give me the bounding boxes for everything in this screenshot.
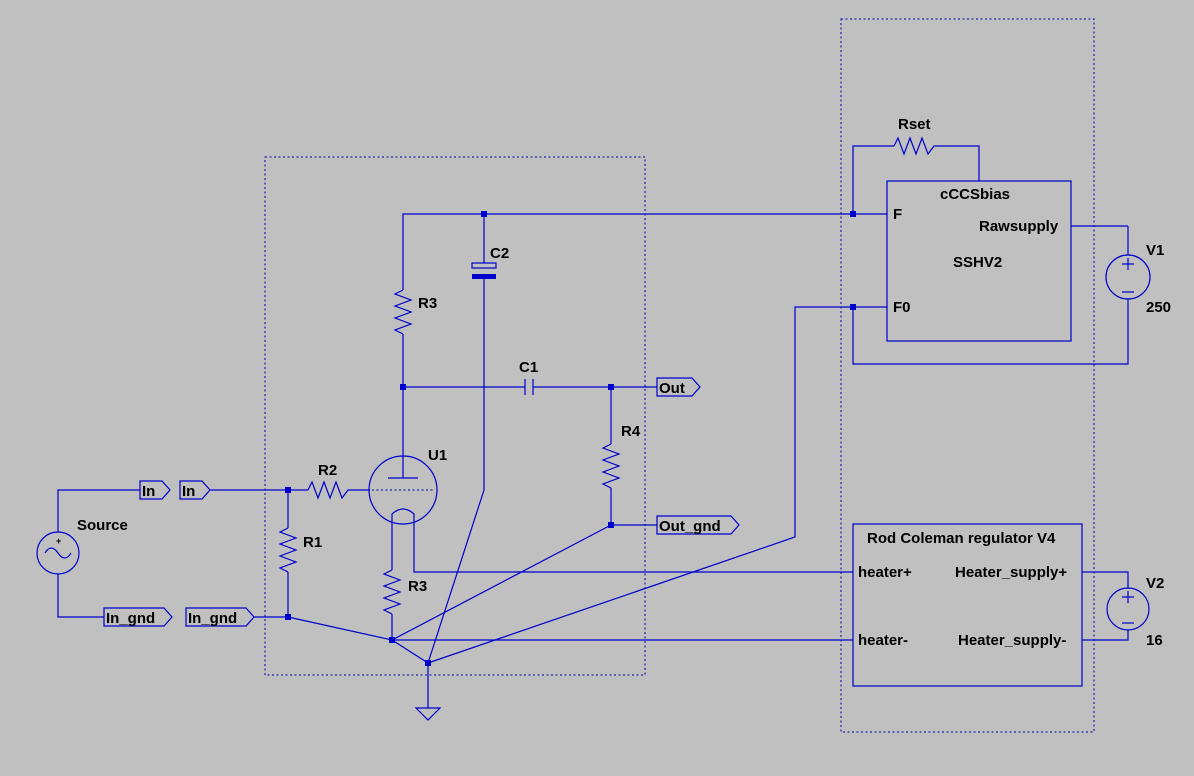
wire-star-a <box>391 639 429 664</box>
voltage-source-v2[interactable] <box>1106 587 1150 631</box>
junction <box>285 614 291 620</box>
junction <box>608 522 614 528</box>
flag-in-gnd-source[interactable]: In_gnd <box>103 607 173 627</box>
flag-out[interactable]: Out <box>656 377 701 397</box>
capacitor-c1[interactable] <box>524 379 534 395</box>
junction-dots <box>285 211 856 666</box>
flag-in-gnd-amp[interactable]: In_gnd <box>185 607 255 627</box>
v1-label: V1 <box>1146 242 1164 259</box>
resistor-r3-top[interactable] <box>393 289 413 335</box>
wire-v2-bottom <box>1082 630 1129 641</box>
flag-out-gnd[interactable]: Out_gnd <box>656 515 740 535</box>
junction <box>850 304 856 310</box>
regulator-title: Rod Coleman regulator V4 <box>867 530 1056 547</box>
flag-in-amp[interactable]: In <box>179 480 211 500</box>
wire-heater-plus <box>413 520 853 573</box>
junction <box>285 487 291 493</box>
ccs-subtitle: SSHV2 <box>953 254 1002 271</box>
wire-source-top <box>57 489 140 532</box>
svg-text:Out: Out <box>659 380 685 397</box>
voltage-source-v1[interactable] <box>1105 254 1151 300</box>
resistor-r1[interactable] <box>278 527 298 573</box>
junction <box>850 211 856 217</box>
reg-pin-supply-plus: Heater_supply+ <box>955 564 1067 581</box>
c1-label: C1 <box>519 359 538 376</box>
signal-source[interactable]: + <box>36 531 80 575</box>
supply-enclosure <box>840 18 1095 733</box>
junction <box>400 384 406 390</box>
resistor-r4[interactable] <box>601 443 621 489</box>
svg-text:In_gnd: In_gnd <box>188 610 237 627</box>
ccs-pin-f0: F0 <box>893 299 911 316</box>
ccs-pin-f: F <box>893 206 902 223</box>
wire-rset-left <box>852 145 894 214</box>
ccs-title: cCCSbias <box>940 186 1010 203</box>
svg-text:In: In <box>142 483 155 500</box>
ccs-pin-raw: Rawsupply <box>979 218 1059 235</box>
tube-heater <box>391 508 415 520</box>
wire-gnd-bus <box>287 616 393 641</box>
r3-top-label: R3 <box>418 295 437 312</box>
r2-label: R2 <box>318 462 337 479</box>
r3-bottom-label: R3 <box>408 578 427 595</box>
wire-rset-right <box>938 145 980 181</box>
wire-source-bottom <box>57 574 104 618</box>
v2-value: 16 <box>1146 632 1163 649</box>
source-sine-icon <box>44 547 72 559</box>
regulator-block[interactable] <box>852 523 1083 687</box>
wire-v2-top <box>1082 571 1129 588</box>
reg-pin-heater-minus: heater- <box>858 632 908 649</box>
svg-text:In: In <box>182 483 195 500</box>
wire-c2-bottom <box>427 279 485 664</box>
resistor-r2[interactable] <box>307 480 370 500</box>
v2-label: V2 <box>1146 575 1164 592</box>
junction <box>608 384 614 390</box>
c2-label: C2 <box>490 245 509 262</box>
capacitor-c2[interactable] <box>471 262 497 279</box>
svg-text:Out_gnd: Out_gnd <box>659 518 721 535</box>
reg-pin-supply-minus: Heater_supply- <box>958 632 1066 649</box>
resistor-r3-bottom[interactable] <box>382 569 402 615</box>
wire-out-gnd-return <box>391 524 612 641</box>
flag-in-source[interactable]: In <box>139 480 171 500</box>
wire-f0-v1 <box>852 299 1129 365</box>
source-plus-sign: + <box>56 536 61 546</box>
v1-value: 250 <box>1146 299 1171 316</box>
ground-icon <box>414 707 442 721</box>
r1-label: R1 <box>303 534 322 551</box>
rset-label: Rset <box>898 116 931 133</box>
r4-label: R4 <box>621 423 641 440</box>
junction <box>481 211 487 217</box>
resistor-rset[interactable] <box>893 136 938 156</box>
junction <box>425 660 431 666</box>
wire-r3-top-upper <box>402 213 484 290</box>
amplifier-enclosure <box>264 156 646 676</box>
junction <box>389 637 395 643</box>
u1-label: U1 <box>428 447 447 464</box>
tube-u1[interactable] <box>368 455 438 525</box>
svg-text:In_gnd: In_gnd <box>106 610 155 627</box>
source-label: Source <box>77 517 128 534</box>
reg-pin-heater-plus: heater+ <box>858 564 912 581</box>
wire-f0-return <box>427 306 887 664</box>
